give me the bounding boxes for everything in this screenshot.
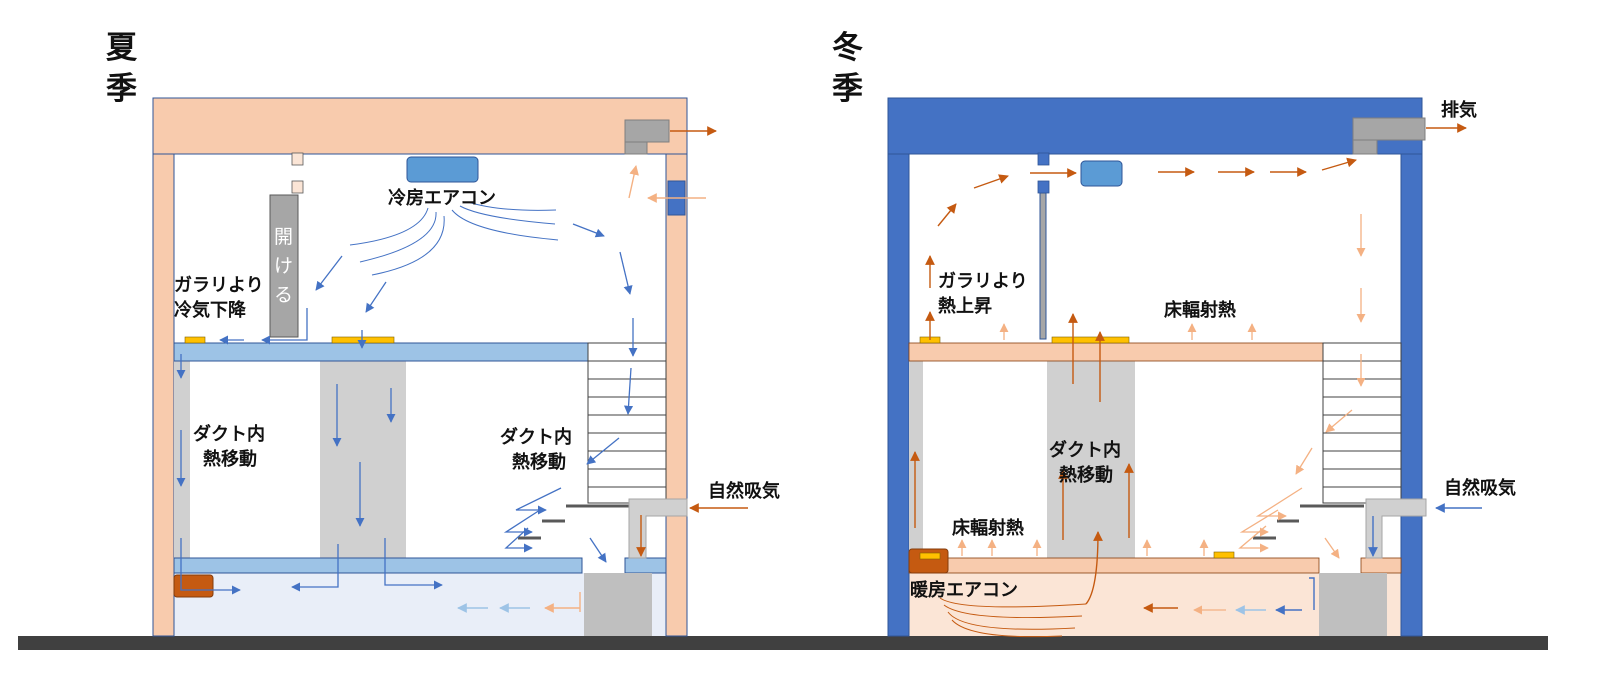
summer-ac-airflow <box>349 201 559 276</box>
winter-floor-radiant-upper-label: 床輻射熱 <box>1164 299 1236 321</box>
summer-house: 夏 季 冷房エアコン 開 け る ガラリより 冷気下降 ダクト内 熱移動 ダクト… <box>106 30 780 637</box>
summer-right-wall <box>665 153 688 637</box>
summer-floor-unit-icon <box>173 574 214 598</box>
summer-duct-label-2b: 熱移動 <box>512 451 566 473</box>
winter-door-hinge <box>1037 152 1050 166</box>
ground-line <box>18 636 1548 650</box>
summer-duct-center <box>320 361 406 573</box>
summer-grille-center-icon <box>331 336 395 344</box>
winter-lower-duct <box>1319 573 1387 636</box>
winter-roof <box>887 97 1423 155</box>
winter-lower-slab-right <box>1360 557 1402 574</box>
winter-house: 冬 季 排気 ガラリより 熱上昇 床輻射熱 ダクト内 熱移動 自然吸気 床輻射熱… <box>832 30 1516 638</box>
summer-open-label-1: 開 <box>274 226 293 248</box>
winter-right-wall <box>1400 153 1423 637</box>
summer-roof <box>152 97 688 155</box>
summer-left-wall <box>152 153 175 637</box>
winter-warm-arrows <box>910 123 1467 613</box>
winter-grille-lower-icon <box>1213 551 1235 559</box>
summer-grille-label-1: ガラリより <box>174 275 264 296</box>
summer-duct-label-1b: 熱移動 <box>203 448 257 470</box>
summer-cooling-ac-label: 冷房エアコン <box>388 187 496 209</box>
summer-duct-left <box>174 361 190 573</box>
winter-duct-label-2: 熱移動 <box>1059 464 1113 486</box>
summer-ceiling-ac-icon <box>406 156 479 183</box>
summer-open-label-3: る <box>274 284 293 306</box>
winter-grille-label-2: 熱上昇 <box>938 295 992 317</box>
summer-opened-door <box>269 194 299 338</box>
winter-exhaust-label: 排気 <box>1441 99 1477 121</box>
summer-duct-label-1a: ダクト内 <box>193 423 265 445</box>
winter-intake-label: 自然吸気 <box>1444 477 1516 499</box>
summer-lower-duct <box>584 573 652 636</box>
summer-title-2: 季 <box>106 71 137 107</box>
winter-duct-center <box>1047 361 1135 558</box>
summer-door-hinge <box>291 152 304 166</box>
summer-cool-arrows <box>176 223 638 595</box>
winter-heater-icon <box>908 548 949 574</box>
winter-title-2: 季 <box>832 71 863 107</box>
winter-duct-label-1: ダクト内 <box>1049 439 1121 461</box>
winter-left-wall <box>887 153 910 637</box>
winter-heater-grille-icon <box>919 552 941 560</box>
winter-exhaust-duct <box>1352 139 1378 155</box>
summer-lower-slab <box>173 557 583 574</box>
winter-duct-left <box>909 361 923 558</box>
summer-intake-label: 自然吸気 <box>708 480 780 502</box>
winter-exhaust-hood <box>1352 117 1426 141</box>
winter-stairs <box>1322 342 1402 504</box>
summer-stairs <box>587 342 667 504</box>
summer-grille-label-2: 冷気下降 <box>174 299 247 321</box>
summer-title-1: 夏 <box>106 30 138 66</box>
summer-lower-slab-right <box>624 557 667 574</box>
winter-cool-arrows <box>1235 503 1482 615</box>
winter-ceiling-ac-icon <box>1080 160 1123 187</box>
winter-intake-duct <box>1365 498 1427 559</box>
winter-lower-slab <box>908 557 1320 574</box>
summer-exhaust-hood <box>624 119 670 143</box>
summer-exhaust-duct <box>624 141 648 155</box>
winter-floor-radiant-lower-label: 床輻射熱 <box>952 517 1024 539</box>
summer-door-hinge <box>291 180 304 194</box>
winter-upper-slab <box>908 342 1324 362</box>
winter-grille-center-icon <box>1051 336 1130 344</box>
winter-door-hinge <box>1037 180 1050 194</box>
winter-heater-airflow <box>939 597 1087 638</box>
summer-intake-duct <box>628 498 688 559</box>
summer-grille-left-icon <box>184 336 206 344</box>
winter-title-1: 冬 <box>832 30 863 66</box>
winter-grille-label-1: ガラリより <box>938 271 1028 292</box>
summer-upper-slab <box>173 342 589 362</box>
summer-warm-arrows <box>457 126 748 613</box>
winter-heating-ac-label: 暖房エアコン <box>910 579 1018 601</box>
winter-pale-arrows <box>957 214 1366 615</box>
summer-duct-label-2a: ダクト内 <box>500 426 572 448</box>
winter-closed-door <box>1039 192 1047 340</box>
summer-open-label-2: け <box>274 255 293 277</box>
